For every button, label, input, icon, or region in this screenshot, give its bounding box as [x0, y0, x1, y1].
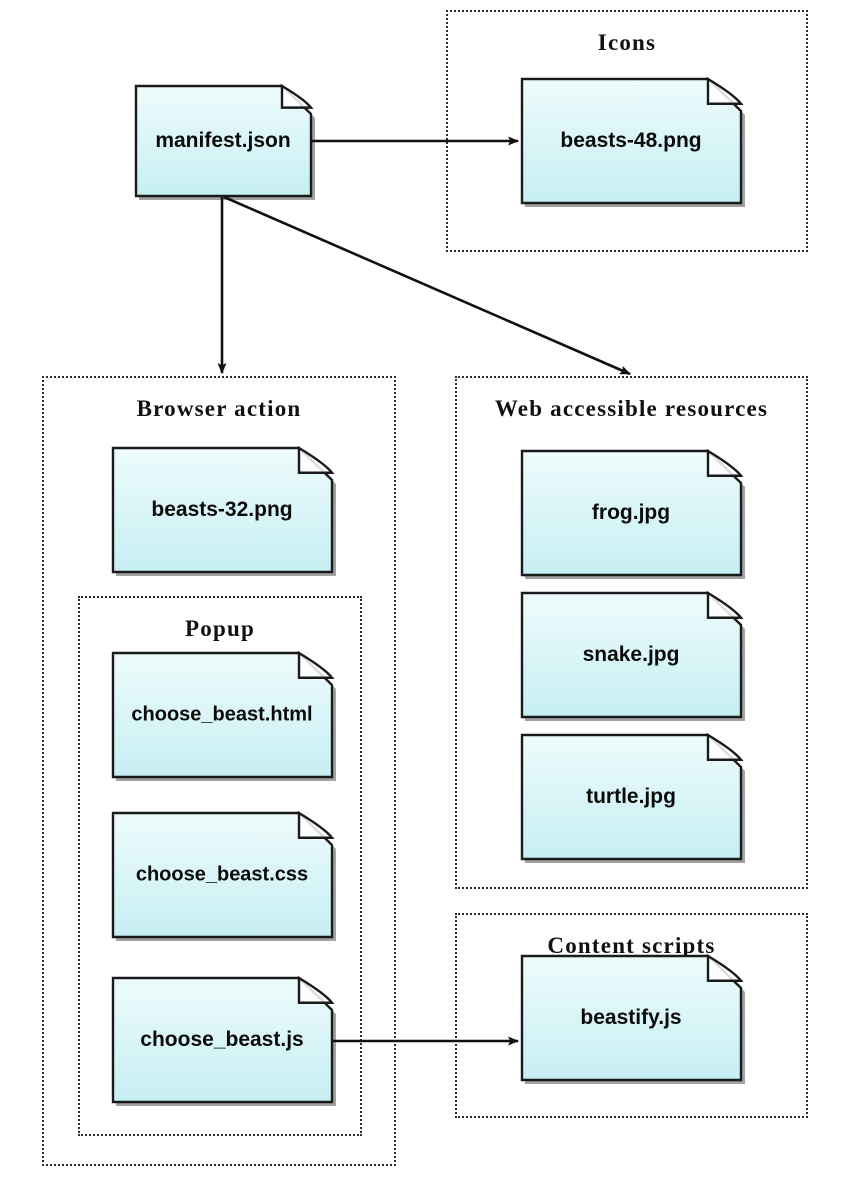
file-node-fold-icon: [297, 975, 335, 1004]
file-node-shape: [111, 810, 336, 941]
file-node-beasts48[interactable]: beasts-48.png: [520, 76, 745, 207]
file-node-body: [520, 591, 743, 719]
file-node-shape: [520, 953, 745, 1084]
group-title-browser-action: Browser action: [136, 396, 302, 421]
file-node-fold-icon: [297, 445, 335, 474]
file-node-manifest[interactable]: manifest.json: [134, 83, 315, 200]
file-node-frog[interactable]: frog.jpg: [520, 448, 745, 579]
group-title-icons: Icons: [597, 30, 657, 55]
file-node-turtle[interactable]: turtle.jpg: [520, 732, 745, 863]
file-node-snake[interactable]: snake.jpg: [520, 590, 745, 721]
file-node-body: [111, 811, 334, 939]
file-node-body: [520, 449, 743, 577]
file-node-beasts32[interactable]: beasts-32.png: [111, 445, 336, 576]
file-node-body: [520, 77, 743, 205]
file-node-shape: [520, 590, 745, 721]
file-node-fold-icon: [280, 83, 314, 109]
group-content-scripts: Content scripts: [455, 913, 808, 1118]
file-node-shape: [520, 732, 745, 863]
file-node-body: [134, 84, 313, 198]
group-title-popup: Popup: [185, 616, 255, 641]
file-node-fold-icon: [706, 953, 744, 982]
file-node-shape: [520, 448, 745, 579]
file-node-shape: [111, 445, 336, 576]
file-node-body: [111, 651, 334, 779]
file-node-choose-html[interactable]: choose_beast.html: [111, 650, 336, 781]
file-node-shape: [520, 76, 745, 207]
file-node-body: [520, 733, 743, 861]
file-node-beastify[interactable]: beastify.js: [520, 953, 745, 1084]
file-node-fold-icon: [297, 650, 335, 679]
group-web-accessible-resources: Web accessible resources: [455, 376, 808, 889]
file-node-shape: [111, 975, 336, 1106]
file-node-fold-icon: [706, 448, 744, 477]
file-node-choose-css[interactable]: choose_beast.css: [111, 810, 336, 941]
file-node-body: [520, 954, 743, 1082]
group-browser-action: Browser action: [42, 376, 396, 1166]
file-node-choose-js[interactable]: choose_beast.js: [111, 975, 336, 1106]
file-node-body: [111, 976, 334, 1104]
file-node-fold-icon: [706, 76, 744, 105]
file-node-shape: [134, 83, 315, 200]
file-node-body: [111, 446, 334, 574]
group-popup: Popup: [78, 596, 362, 1136]
group-title-web-accessible-resources: Web accessible resources: [494, 396, 769, 421]
file-node-fold-icon: [706, 732, 744, 761]
file-node-shape: [111, 650, 336, 781]
file-node-fold-icon: [297, 810, 335, 839]
file-node-fold-icon: [706, 590, 744, 619]
group-title-content-scripts: Content scripts: [547, 933, 716, 958]
